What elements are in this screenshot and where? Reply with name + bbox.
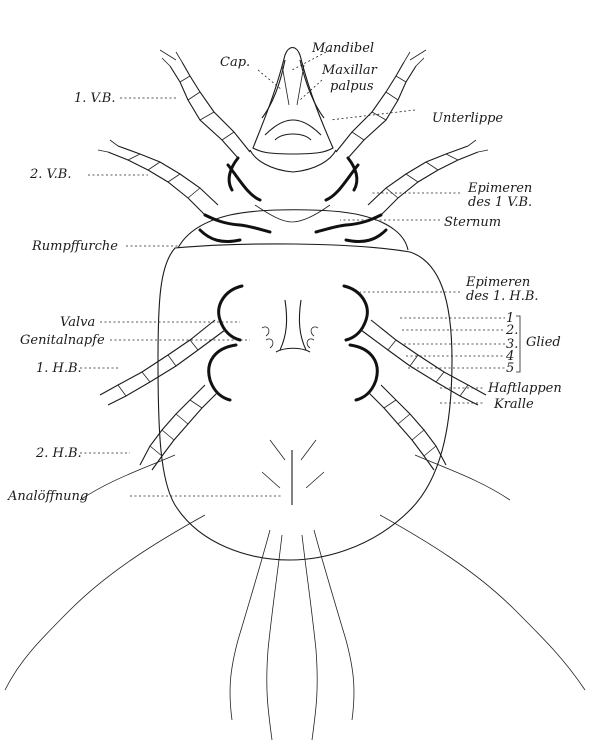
label-unterlippe: Unterlippe bbox=[432, 111, 503, 126]
label-mandibel: Mandibel bbox=[311, 41, 374, 56]
genital-area bbox=[262, 300, 324, 505]
label-rumpffurche: Rumpffurche bbox=[31, 239, 118, 254]
label-glied: Glied bbox=[526, 335, 561, 350]
label-analoeffnung: Analöffnung bbox=[7, 489, 88, 504]
mite-body bbox=[158, 205, 452, 560]
setae bbox=[5, 455, 585, 740]
front-legs bbox=[98, 50, 488, 242]
label-hb1: 1. H.B. bbox=[36, 361, 82, 376]
label-epimeren-vb-1: Epimeren bbox=[467, 181, 532, 196]
label-sternum: Sternum bbox=[444, 215, 501, 230]
label-glied-5: 5 bbox=[506, 361, 514, 376]
label-vb1: 1. V.B. bbox=[74, 91, 115, 106]
label-glied-2: 2. bbox=[505, 323, 518, 338]
label-haftlappen: Haftlappen bbox=[487, 381, 562, 396]
label-valva: Valva bbox=[60, 315, 95, 330]
label-epimeren-vb-2: des 1 V.B. bbox=[468, 195, 532, 210]
label-kralle: Kralle bbox=[493, 397, 534, 412]
label-cap: Cap. bbox=[220, 55, 250, 70]
label-genitalnapfe: Genitalnapfe bbox=[20, 333, 105, 348]
label-vb2: 2. V.B. bbox=[29, 167, 71, 182]
label-epimeren-hb-1: Epimeren bbox=[465, 275, 530, 290]
label-layer: Mandibel Cap. Maxillar palpus Unterlippe… bbox=[7, 41, 562, 504]
label-maxillarpalpus-2: palpus bbox=[330, 79, 374, 94]
label-epimeren-hb-2: des 1. H.B. bbox=[466, 289, 539, 304]
label-hb2: 2. H.B. bbox=[35, 446, 82, 461]
label-maxillarpalpus-1: Maxillar bbox=[321, 63, 378, 78]
